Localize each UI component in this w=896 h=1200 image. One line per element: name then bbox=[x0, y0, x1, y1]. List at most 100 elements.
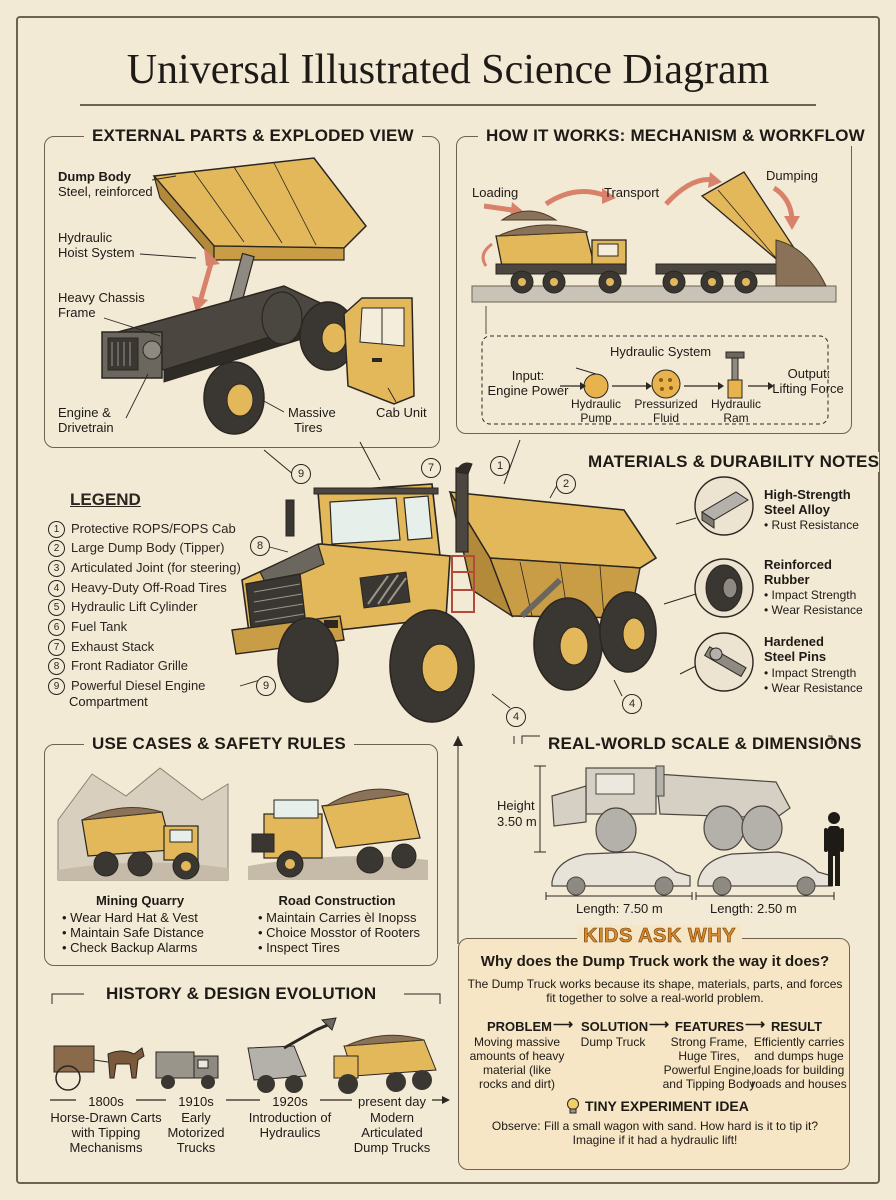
legend-item-3: 3 Articulated Joint (for steering) bbox=[48, 560, 241, 577]
kids-ask-why-panel: KIDS ASK WHY Why does the Dump Truck wor… bbox=[458, 925, 850, 1170]
kids-solution-head: SOLUTION bbox=[581, 1019, 649, 1034]
label-ram-2: Ram bbox=[723, 411, 749, 425]
history-era-2-line-2: Motorized bbox=[167, 1125, 225, 1140]
history-era-1-line-2: with Tipping bbox=[71, 1125, 141, 1140]
label-cab: Cab Unit bbox=[376, 405, 427, 420]
kids-problem-1: Moving massive bbox=[473, 1035, 561, 1049]
legend-num: 4 bbox=[48, 580, 65, 597]
kids-features-3: Powerful Engine, bbox=[663, 1063, 755, 1077]
history-era-1-line-3: Mechanisms bbox=[69, 1140, 143, 1155]
material-3-bullet-2: • Wear Resistance bbox=[764, 681, 863, 695]
history-era-1-line-1: Horse-Drawn Carts bbox=[50, 1110, 162, 1125]
label-tires: Massive bbox=[288, 405, 336, 420]
use-road-rule-1: • Maintain Carries èl Inopss bbox=[258, 910, 417, 925]
label-fluid-2: Fluid bbox=[652, 411, 679, 425]
use-mining-rule-1: • Wear Hard Hat & Vest bbox=[62, 910, 198, 925]
external-parts-heading: EXTERNAL PARTS & EXPLODED VIEW bbox=[84, 126, 422, 146]
kids-answer-1: The Dump Truck works because its shape, … bbox=[467, 977, 843, 991]
material-3-bullet-1: • Impact Strength bbox=[764, 666, 857, 680]
kids-problem-3: material (like bbox=[482, 1063, 551, 1077]
kids-problem-head: PROBLEM bbox=[487, 1019, 552, 1034]
legend-text: Articulated Joint (for steering) bbox=[71, 560, 241, 575]
label-loading: Loading bbox=[472, 185, 519, 200]
label-engine-2: Drivetrain bbox=[58, 420, 114, 435]
callout-9-top: 9 bbox=[291, 464, 311, 484]
callout-4-bottom: 4 bbox=[506, 707, 526, 727]
history-era-4-year: present day bbox=[352, 1094, 432, 1109]
use-road-rule-2: • Choice Mosstor of Rooters bbox=[258, 925, 421, 940]
legend-text: Fuel Tank bbox=[71, 619, 128, 634]
material-2-bullet-2: • Wear Resistance bbox=[764, 603, 863, 617]
workflow-illustration bbox=[471, 171, 837, 425]
label-hoist-2: Hoist System bbox=[58, 245, 135, 260]
callout-8: 8 bbox=[250, 536, 270, 556]
legend-text: Protective ROPS/FOPS Cab bbox=[71, 521, 236, 536]
label-hydraulic-system: Hydraulic System bbox=[610, 344, 712, 359]
scale-heading: REAL-WORLD SCALE & DIMENSIONS bbox=[540, 734, 870, 754]
history-era-3-year: 1920s bbox=[260, 1094, 320, 1109]
legend-heading: LEGEND bbox=[70, 490, 141, 509]
legend-text: Heavy-Duty Off-Road Tires bbox=[71, 580, 227, 595]
label-ram: Hydraulic bbox=[710, 397, 761, 411]
legend-text: Large Dump Body (Tipper) bbox=[71, 540, 225, 555]
label-chassis-2: Frame bbox=[58, 305, 96, 320]
use-cases-illustration bbox=[57, 767, 428, 881]
legend-num: 3 bbox=[48, 560, 65, 577]
page-border bbox=[16, 16, 880, 1184]
history-illustration bbox=[50, 993, 450, 1104]
material-2-name: Reinforced bbox=[764, 557, 832, 572]
kids-question: Why does the Dump Truck work the way it … bbox=[480, 953, 830, 970]
history-era-3-line-2: Hydraulics bbox=[259, 1125, 321, 1140]
scale-height-value: 3.50 m bbox=[497, 814, 537, 829]
label-chassis: Heavy Chassis bbox=[58, 290, 145, 305]
kids-result-4: roads and houses bbox=[751, 1077, 847, 1091]
legend-item-9-line2: Compartment bbox=[69, 694, 148, 709]
callout-4-right: 4 bbox=[622, 694, 642, 714]
label-dump-body-sub: Steel, reinforced bbox=[58, 184, 153, 199]
kids-experiment-2: Imagine if it had a hydraulic lift! bbox=[572, 1133, 738, 1147]
history-era-4-line-3: Dump Trucks bbox=[353, 1140, 431, 1155]
use-mining-title: Mining Quarry bbox=[95, 893, 185, 908]
legend-text: Hydraulic Lift Cylinder bbox=[71, 599, 198, 614]
legend-num: 1 bbox=[48, 521, 65, 538]
label-input: Input: bbox=[511, 368, 545, 383]
kids-problem-2: amounts of heavy bbox=[469, 1049, 565, 1063]
kids-features-1: Strong Frame, bbox=[670, 1035, 748, 1049]
label-output: Output: bbox=[787, 366, 831, 381]
kids-banner: KIDS ASK WHY bbox=[577, 925, 743, 948]
callout-1: 1 bbox=[490, 456, 510, 476]
kids-result-3: loads for building bbox=[753, 1063, 845, 1077]
history-era-2-line-1: Early bbox=[181, 1110, 211, 1125]
material-2-name-2: Rubber bbox=[764, 572, 810, 587]
scale-length-1: Length: 7.50 m bbox=[576, 901, 663, 916]
kids-solution-1: Dump Truck bbox=[580, 1035, 646, 1049]
label-input-2: Engine Power bbox=[487, 383, 569, 398]
kids-problem-4: rocks and dirt) bbox=[478, 1077, 556, 1091]
legend-num: 7 bbox=[48, 639, 65, 656]
label-tires-2: Tires bbox=[294, 420, 323, 435]
legend-text: Powerful Diesel Engine bbox=[71, 678, 206, 693]
material-3-name: Hardened bbox=[764, 634, 824, 649]
legend-num: 5 bbox=[48, 599, 65, 616]
material-1-name: High-Strength bbox=[764, 487, 851, 502]
kids-result-1: Efficiently carries bbox=[753, 1035, 845, 1049]
scale-illustration bbox=[453, 735, 844, 944]
legend-text: Front Radiator Grille bbox=[71, 658, 189, 673]
label-dump-body: Dump Body bbox=[58, 169, 131, 184]
history-era-4-line-1: Modern bbox=[369, 1110, 415, 1125]
callout-9-bottom: 9 bbox=[256, 676, 276, 696]
material-3-name-2: Steel Pins bbox=[764, 649, 827, 664]
materials-icons bbox=[663, 476, 754, 692]
label-transport: Transport bbox=[604, 185, 660, 200]
use-mining-rule-2: • Maintain Safe Distance bbox=[62, 925, 204, 940]
material-1-name-2: Steel Alloy bbox=[764, 502, 830, 517]
label-pump: Hydraulic bbox=[570, 397, 621, 411]
kids-features-4: and Tipping Body bbox=[662, 1077, 756, 1091]
title-rule bbox=[80, 104, 816, 106]
history-era-1-year: 1800s bbox=[76, 1094, 136, 1109]
exploded-view-illustration bbox=[101, 157, 415, 435]
